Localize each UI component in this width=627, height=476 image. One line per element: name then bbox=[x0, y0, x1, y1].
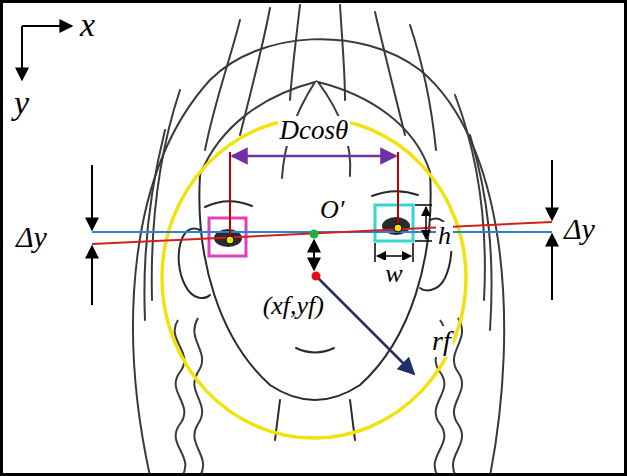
dimension-tick bbox=[415, 204, 432, 206]
point-label: O′ bbox=[318, 196, 346, 225]
dimension-arrow bbox=[377, 255, 411, 257]
hair-strand bbox=[152, 90, 180, 300]
dimension-label: Δy bbox=[14, 220, 49, 253]
dimension-arrow bbox=[425, 207, 427, 239]
axis-arrow bbox=[21, 26, 23, 80]
axis-arrow bbox=[22, 25, 72, 27]
hair-strand bbox=[290, 5, 300, 100]
eyebrow bbox=[372, 191, 418, 196]
hair-strand bbox=[375, 12, 405, 135]
face-outline bbox=[199, 172, 430, 400]
eyebrow bbox=[205, 201, 252, 207]
offset-arrow bbox=[313, 240, 315, 270]
point-label: (xf,yf) bbox=[261, 292, 326, 321]
dimension-arrow bbox=[232, 155, 396, 158]
hair-strand bbox=[340, 5, 345, 100]
dimension-tick bbox=[374, 243, 376, 262]
mouth bbox=[296, 348, 334, 353]
axis-label: x bbox=[78, 6, 97, 43]
dimension-label: Δy bbox=[562, 212, 597, 245]
leader-line bbox=[229, 152, 231, 240]
dimension-label: Dcosθ bbox=[278, 116, 351, 146]
dimension-arrow bbox=[551, 160, 553, 220]
hair-strand bbox=[205, 20, 240, 150]
dimension-label: rf bbox=[430, 326, 453, 357]
hair-drawing bbox=[133, 5, 504, 476]
hair-outline bbox=[133, 39, 504, 476]
radius-arrow bbox=[317, 277, 414, 374]
eye-center-dot bbox=[226, 236, 234, 244]
face-circle bbox=[162, 118, 466, 438]
midpoint-dot bbox=[310, 230, 319, 239]
face-center-dot bbox=[312, 272, 321, 281]
eye-box bbox=[375, 205, 413, 241]
dimension-arrow bbox=[91, 246, 93, 305]
eye-line bbox=[92, 222, 552, 244]
dimension-tick bbox=[415, 240, 432, 242]
eye-center-dot bbox=[394, 224, 402, 232]
axis-label: y bbox=[12, 84, 31, 121]
dimension-label: h bbox=[436, 222, 453, 251]
braid-left bbox=[194, 318, 203, 476]
dimension-label: w bbox=[383, 260, 404, 289]
hair-strand bbox=[455, 95, 485, 300]
dimension-tick bbox=[412, 243, 414, 262]
hair-strand bbox=[410, 25, 436, 150]
dimension-arrow bbox=[91, 165, 93, 230]
dimension-arrow bbox=[551, 234, 553, 300]
braids bbox=[175, 318, 462, 476]
hair-strand bbox=[240, 8, 270, 135]
leader-line bbox=[397, 152, 399, 228]
